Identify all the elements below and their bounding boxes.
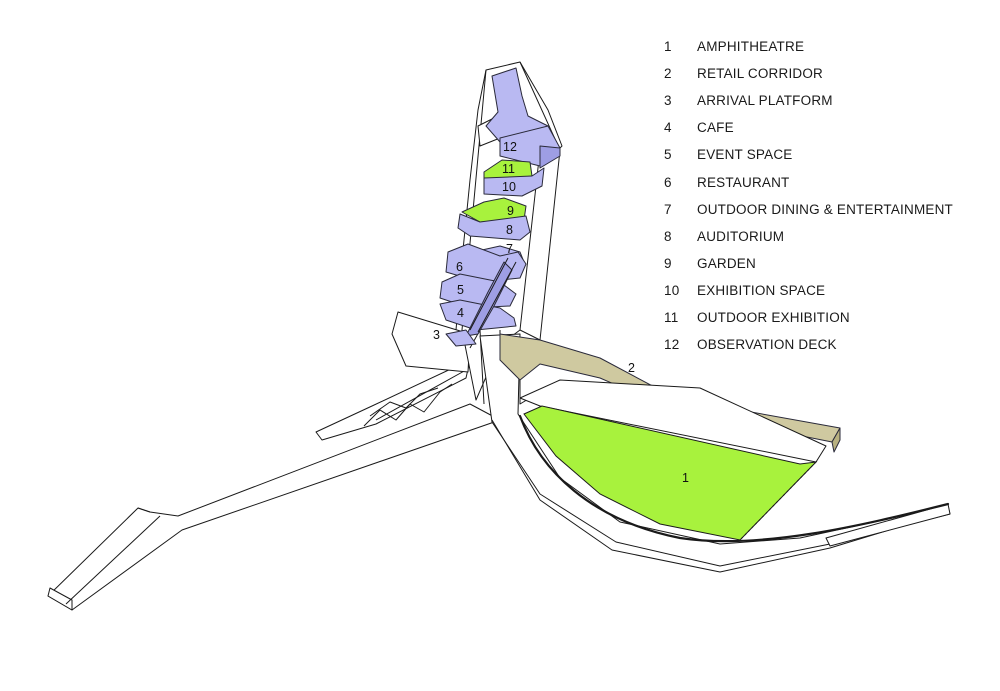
legend-label: CAFE	[697, 120, 734, 136]
legend-number: 4	[664, 120, 672, 136]
tag-auditorium: 8	[506, 223, 513, 237]
tag-restaurant: 6	[456, 260, 463, 274]
tag-arrival-platform: 3	[433, 328, 440, 342]
legend-item: 3 ARRIVAL PLATFORM	[664, 87, 984, 114]
legend-label: EVENT SPACE	[697, 147, 793, 163]
legend-number: 6	[664, 174, 672, 190]
diagram-tags: 1 2 3 4 5 6 7 8 9 10 11 12	[433, 140, 689, 485]
tag-outdoor-exhibition: 11	[502, 162, 515, 176]
legend-label: OBSERVATION DECK	[697, 337, 837, 353]
legend-label: AMPHITHEATRE	[697, 39, 805, 55]
legend-label: GARDEN	[697, 255, 756, 271]
legend: 1 AMPHITHEATRE 2 RETAIL CORRIDOR 3 ARRIVAL PL…	[664, 33, 984, 358]
legend-item: 6 RESTAURANT	[664, 168, 984, 195]
legend-item: 11 OUTDOOR EXHIBITION	[664, 304, 984, 331]
amphitheatre	[518, 379, 950, 543]
legend-number: 3	[664, 93, 672, 109]
legend-item: 7 OUTDOOR DINING & ENTERTAINMENT	[664, 196, 984, 223]
legend-number: 10	[664, 282, 680, 298]
legend-label: EXHIBITION SPACE	[697, 282, 826, 298]
tag-retail-corridor: 2	[628, 361, 635, 375]
legend-item: 9 GARDEN	[664, 250, 984, 277]
legend-item: 2 RETAIL CORRIDOR	[664, 60, 984, 87]
legend-item: 12 OBSERVATION DECK	[664, 331, 984, 358]
legend-label: RESTAURANT	[697, 174, 790, 190]
walkway	[47, 403, 501, 611]
legend-number: 12	[664, 337, 680, 353]
legend-label: OUTDOOR DINING & ENTERTAINMENT	[697, 201, 954, 217]
legend-item: 4 CAFE	[664, 114, 984, 141]
legend-number: 5	[664, 147, 672, 163]
legend-item: 10 EXHIBITION SPACE	[664, 277, 984, 304]
bridge-deck	[315, 359, 471, 441]
tag-cafe: 4	[457, 306, 464, 320]
legend-label: ARRIVAL PLATFORM	[697, 93, 833, 109]
tag-exhibition-space: 10	[502, 180, 516, 194]
legend-number: 2	[664, 66, 672, 82]
legend-item: 5 EVENT SPACE	[664, 141, 984, 168]
legend-label: AUDITORIUM	[697, 228, 785, 244]
legend-label: RETAIL CORRIDOR	[697, 66, 824, 82]
legend-number: 9	[664, 255, 672, 271]
tower-volumes	[439, 67, 561, 347]
tag-observation-deck: 12	[503, 140, 517, 154]
legend-number: 11	[664, 309, 679, 325]
legend-number: 1	[664, 39, 672, 55]
tag-outdoor-dining: 7	[506, 242, 513, 256]
legend-item: 8 AUDITORIUM	[664, 223, 984, 250]
legend-label: OUTDOOR EXHIBITION	[697, 309, 850, 325]
legend-number: 8	[664, 228, 672, 244]
legend-number: 7	[664, 201, 672, 217]
tag-event-space: 5	[457, 283, 464, 297]
entrance-canopy	[391, 311, 471, 373]
legend-item: 1 AMPHITHEATRE	[664, 33, 984, 60]
tag-amphitheatre: 1	[682, 471, 689, 485]
tag-garden: 9	[507, 204, 514, 218]
